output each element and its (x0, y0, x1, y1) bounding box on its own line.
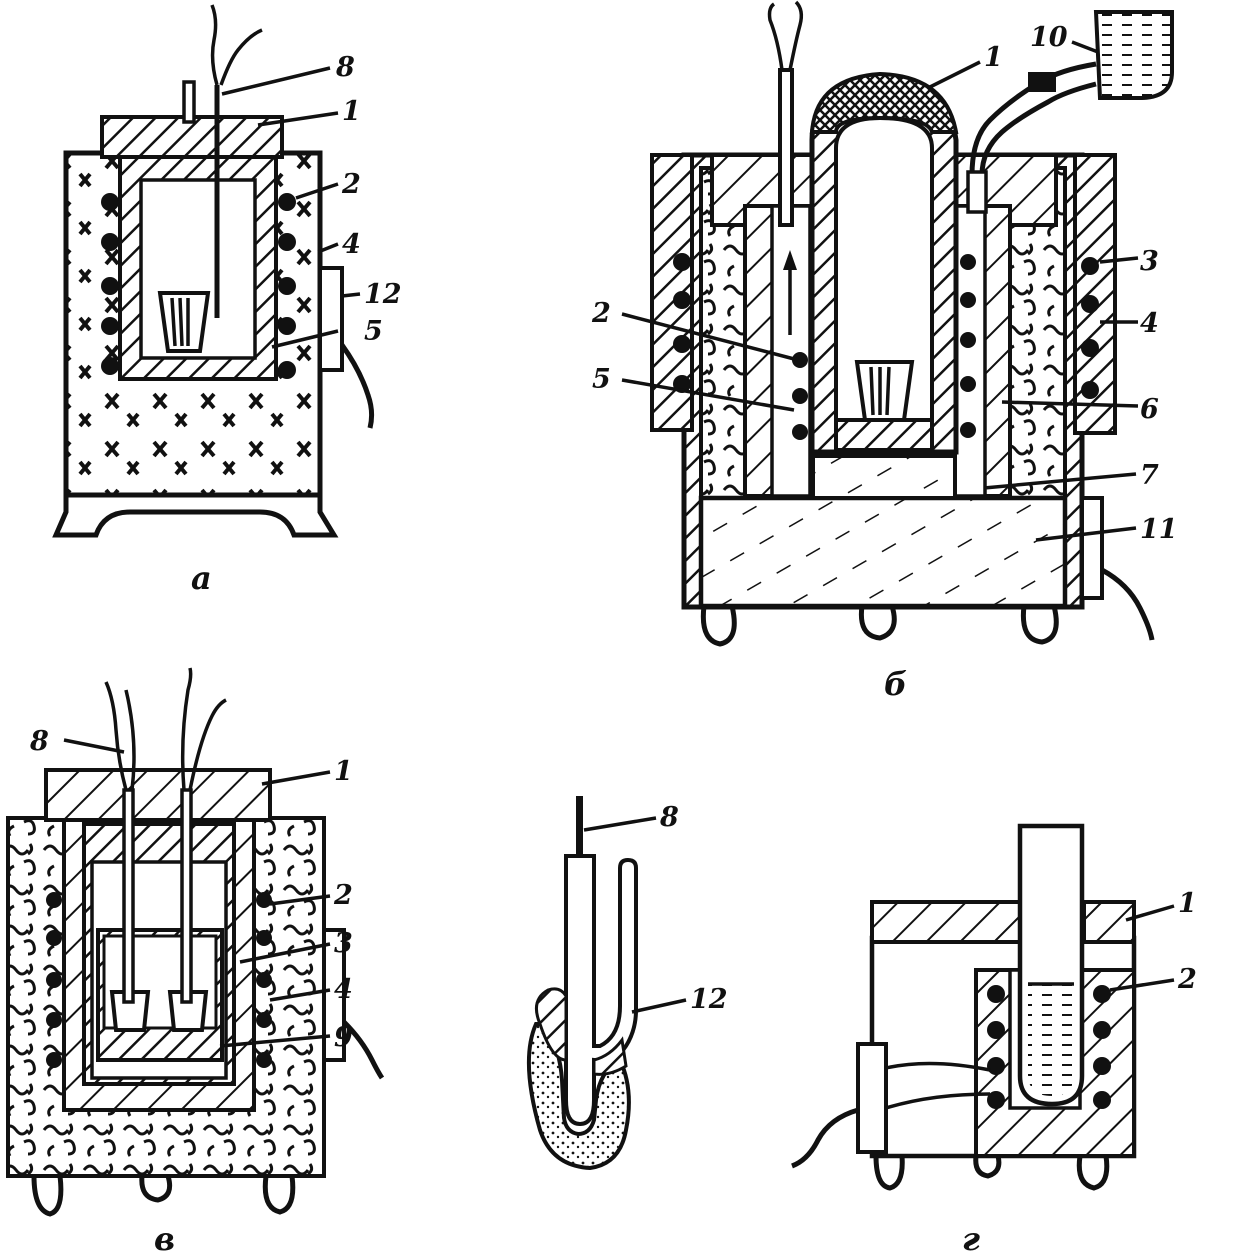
label-1-g: 1 (1178, 888, 1197, 919)
cable-a (339, 343, 375, 429)
terminal-box-a (318, 266, 344, 372)
caption-b: б (884, 665, 907, 703)
crucible-b (854, 360, 915, 422)
label-4-b: 4 (1140, 308, 1159, 339)
cable-v (342, 1020, 385, 1080)
thermocouple-v-2 (180, 788, 193, 1004)
feed-pipe-b (969, 61, 1097, 176)
label-5-a: 5 (364, 316, 383, 347)
label-8-tube: 8 (659, 802, 679, 833)
figure-tube: 8 12 (526, 796, 728, 1171)
label-11-b: 11 (1140, 514, 1178, 545)
label-3-b: 3 (1140, 246, 1159, 277)
label-12-tube: 12 (690, 984, 728, 1015)
label-8-a: 8 (335, 52, 355, 83)
mesh-cap-b (809, 71, 959, 134)
thermocouple-wires-a (210, 4, 263, 86)
feet-b (700, 605, 1059, 647)
label-10-b: 10 (1030, 22, 1068, 53)
terminal-box-g (856, 1042, 888, 1154)
caption-g: г (962, 1220, 980, 1255)
bottom-plug-b (811, 454, 957, 500)
label-7-b: 7 (1140, 460, 1159, 491)
label-4-v: 4 (334, 974, 353, 1005)
label-9-v: 9 (334, 1022, 353, 1053)
base-block-b (698, 495, 1068, 609)
terminal-box-b (1080, 496, 1104, 600)
caption-a: а (191, 559, 212, 597)
terminal-box-v (322, 928, 346, 1062)
label-2-a: 2 (341, 169, 361, 200)
furnace-base-a (52, 492, 339, 538)
label-4-a: 4 (342, 229, 361, 260)
crucible-v-1 (109, 990, 151, 1032)
tube-liquid-g (1028, 984, 1074, 1096)
heater-coils-v (46, 892, 272, 1068)
cable-g (791, 1107, 859, 1169)
label-2-b: 2 (591, 298, 611, 329)
heater-coils-b (673, 253, 1099, 440)
thermocouple-tube (576, 796, 583, 856)
feet-v (31, 1175, 296, 1217)
lid-right-g (1082, 900, 1136, 944)
label-6-b: 6 (1140, 394, 1159, 425)
tank-b (1093, 10, 1174, 100)
label-2-v: 2 (333, 880, 353, 911)
feet-g (873, 1155, 1110, 1191)
u-tube (564, 854, 638, 1127)
thermocouple-v-1 (122, 788, 135, 1004)
label-3-v: 3 (334, 928, 353, 959)
label-1-v: 1 (334, 756, 353, 787)
dropper-b (966, 170, 988, 214)
label-12-a: 12 (364, 279, 402, 310)
thermocouple-b (778, 68, 794, 227)
label-8-v: 8 (29, 726, 49, 757)
figure-a: 8 1 2 4 12 5 а (52, 4, 402, 597)
heater-coils-g (987, 985, 1111, 1109)
crucible-v-2 (167, 990, 209, 1032)
lid-v (44, 768, 272, 822)
caption-v: в (154, 1220, 175, 1255)
label-2-g: 2 (1177, 964, 1197, 995)
heater-coils-a (101, 193, 296, 379)
crucible-a (157, 291, 211, 353)
figure-g: 1 2 г (791, 823, 1197, 1255)
figure-v: 8 1 2 3 4 9 в (6, 667, 385, 1255)
rod-a (182, 80, 196, 124)
label-1-b: 1 (984, 42, 1003, 73)
label-1-a: 1 (342, 96, 361, 127)
figure-b: 1 10 3 4 6 7 11 2 5 б (591, 0, 1178, 703)
label-5-b: 5 (592, 364, 611, 395)
lid-g (870, 900, 1022, 944)
cable-b (1100, 567, 1155, 641)
